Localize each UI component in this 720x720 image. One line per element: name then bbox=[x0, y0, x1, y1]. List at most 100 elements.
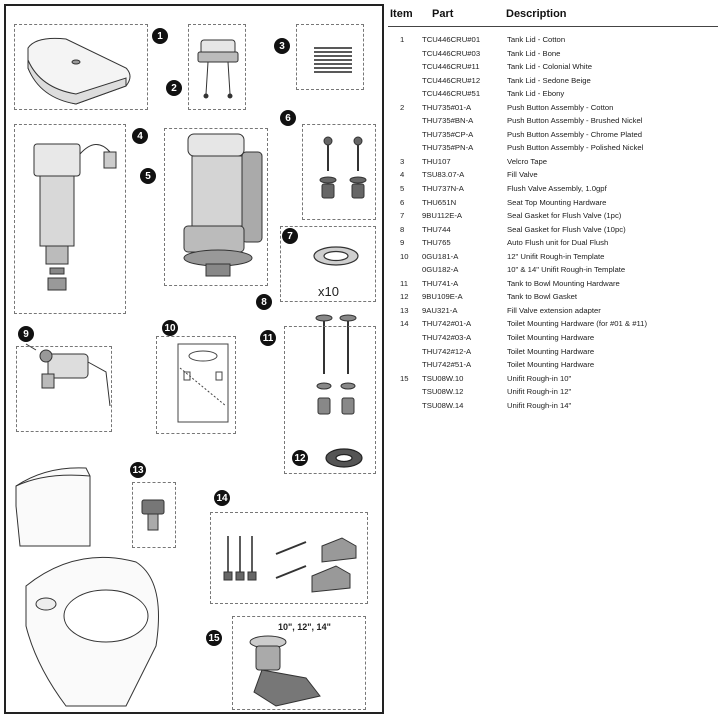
part-box-11 bbox=[284, 326, 376, 474]
table-row: THU735#BN-A Push Button Assembly - Brushe… bbox=[388, 114, 718, 128]
row-description: Auto Flush unit for Dual Flush bbox=[507, 238, 609, 248]
row-part-number: TSU08W.12 bbox=[422, 387, 464, 397]
seat-hardware-drawing bbox=[319, 136, 367, 199]
velcro-tape-drawing bbox=[314, 47, 352, 73]
row-part-number: THU735#CP-A bbox=[422, 129, 474, 139]
callout-2: 2 bbox=[166, 80, 182, 96]
table-row: 5 THU737N-A Flush Valve Assembly, 1.0gpf bbox=[388, 182, 718, 196]
table-row: 13 9AU321-A Fill Valve extension adapter bbox=[388, 304, 718, 318]
table-row: 11 THU741-A Tank to Bowl Mounting Hardware bbox=[388, 277, 718, 291]
part-box-13 bbox=[132, 482, 176, 548]
row-part-number: THU742#03-A bbox=[422, 333, 472, 343]
row-item-number: 3 bbox=[400, 156, 405, 166]
row-part-number: 9BU112E-A bbox=[422, 211, 463, 221]
callout-4: 4 bbox=[132, 128, 148, 144]
row-description: Seal Gasket for Flush Valve (10pc) bbox=[507, 224, 626, 234]
row-part-number: THU742#51-A bbox=[422, 360, 472, 370]
row-description: Tank Lid - Sedone Beige bbox=[507, 75, 591, 85]
callout-8: 8 bbox=[256, 294, 272, 310]
row-part-number: 0GU182-A bbox=[422, 265, 459, 275]
table-header: Item Part Description bbox=[388, 2, 718, 27]
row-description: Seat Top Mounting Hardware bbox=[507, 197, 607, 207]
flush-valve-drawing bbox=[183, 133, 263, 277]
row-description: Fill Valve extension adapter bbox=[507, 305, 601, 315]
row-description: 10" & 14" Unifit Rough-in Template bbox=[507, 265, 626, 275]
row-part-number: THU742#01-A bbox=[422, 319, 472, 329]
row-part-number: 0GU181-A bbox=[422, 251, 459, 261]
table-row: 7 9BU112E-A Seal Gasket for Flush Valve (1… bbox=[388, 209, 718, 223]
row-description: Toilet Mounting Hardware (for #01 & #11) bbox=[507, 319, 648, 329]
row-part-number: TSU08W.14 bbox=[422, 400, 464, 410]
row-part-number: 9BU109E-A bbox=[422, 292, 463, 302]
row-description: Tank to Bowl Gasket bbox=[507, 292, 578, 302]
row-description: Toilet Mounting Hardware bbox=[507, 346, 595, 356]
row-description: Tank Lid - Colonial White bbox=[507, 62, 593, 72]
part-box-15 bbox=[232, 616, 366, 710]
row-description: Tank Lid - Ebony bbox=[507, 89, 565, 99]
row-part-number: TSU08W.10 bbox=[422, 373, 464, 383]
part-box-5 bbox=[164, 128, 268, 286]
table-row: TSU08W.14 Unifit Rough-in 14" bbox=[388, 399, 718, 413]
part-box-1 bbox=[14, 24, 148, 110]
row-part-number: 9AU321-A bbox=[422, 305, 458, 315]
toilet-mounting-hardware-drawing bbox=[223, 536, 357, 593]
auto-flush-drawing bbox=[25, 343, 111, 407]
row-description: Push Button Assembly - Cotton bbox=[507, 102, 614, 112]
tank-bowl-gasket-drawing bbox=[325, 448, 363, 468]
callout-14: 14 bbox=[214, 490, 230, 506]
row-part-number: TCU446CRU#12 bbox=[422, 75, 481, 85]
row-description: Tank Lid - Bone bbox=[507, 48, 561, 58]
row-item-number: 9 bbox=[400, 238, 405, 248]
row-description: Tank to Bowl Mounting Hardware bbox=[507, 278, 620, 288]
row-part-number: THU651N bbox=[422, 197, 457, 207]
callout-9: 9 bbox=[18, 326, 34, 342]
table-row: 9 THU765 Auto Flush unit for Dual Flush bbox=[388, 236, 718, 250]
row-item-number: 5 bbox=[400, 184, 405, 194]
part-box-10 bbox=[156, 336, 236, 434]
row-item-number: 1 bbox=[400, 35, 405, 44]
row-part-number: THU735#PN-A bbox=[422, 143, 474, 153]
part-box-2 bbox=[188, 24, 246, 110]
row-part-number: TCU446CRU#51 bbox=[422, 89, 481, 99]
part-box-4 bbox=[14, 124, 126, 314]
header-item: Item bbox=[390, 8, 413, 20]
row-description: Seal Gasket for Flush Valve (1pc) bbox=[507, 211, 622, 221]
callout-1: 1 bbox=[152, 28, 168, 44]
row-description: Push Button Assembly - Brushed Nickel bbox=[507, 116, 643, 126]
row-part-number: THU741-A bbox=[422, 278, 459, 288]
row-part-number: THU765 bbox=[422, 238, 451, 248]
row-item-number: 7 bbox=[400, 211, 405, 221]
header-description: Description bbox=[506, 8, 567, 20]
row-item-number: 14 bbox=[400, 319, 409, 329]
quantity-label: x10 bbox=[318, 284, 339, 299]
callout-15: 15 bbox=[206, 630, 222, 646]
part-box-14 bbox=[210, 512, 368, 604]
row-item-number: 11 bbox=[400, 278, 408, 288]
rough-in-template-drawing bbox=[177, 343, 229, 423]
row-part-number: THU735#BN-A bbox=[422, 116, 474, 126]
callout-12: 12 bbox=[292, 450, 308, 466]
callout-10: 10 bbox=[162, 320, 178, 336]
row-part-number: THU737N-A bbox=[422, 184, 464, 194]
push-button-drawing bbox=[197, 39, 239, 99]
callout-13: 13 bbox=[130, 462, 146, 478]
table-row: TCU446CRU#12 Tank Lid - Sedone Beige bbox=[388, 74, 718, 88]
row-description: Unifit Rough-in 14" bbox=[507, 400, 572, 410]
row-item-number: 13 bbox=[400, 305, 409, 315]
row-description: Flush Valve Assembly, 1.0gpf bbox=[507, 184, 607, 194]
